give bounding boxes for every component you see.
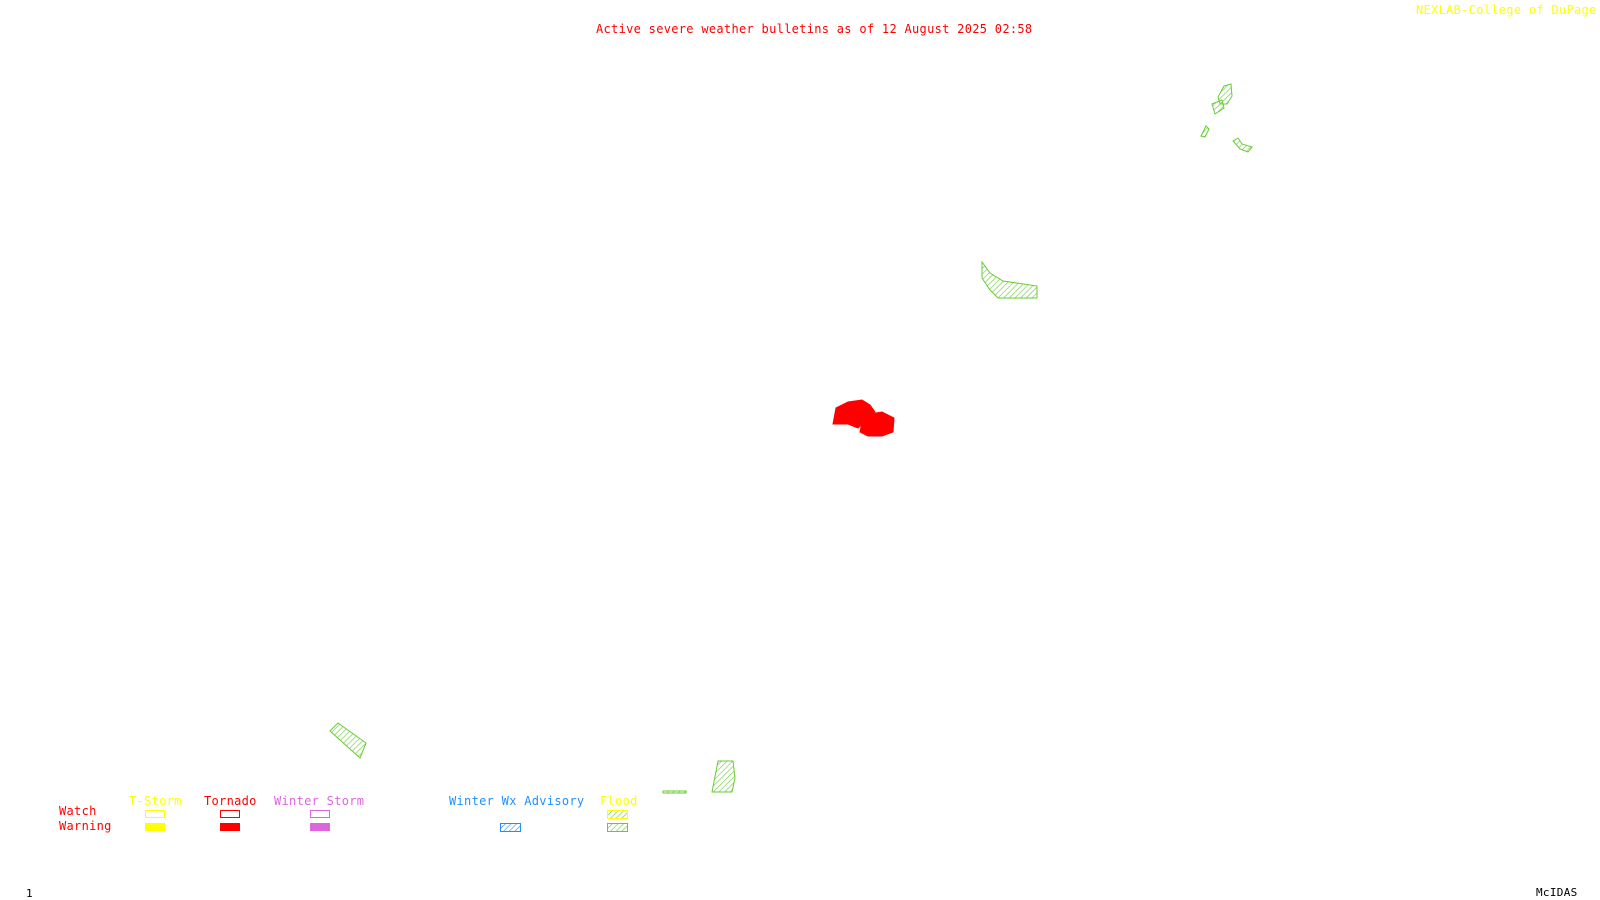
nexlab-credit: NEXLAB-College of DuPage ⊏	[1416, 4, 1600, 17]
legend-swatch-tstorm-watch	[145, 810, 165, 818]
flood-polygon-sw	[329, 722, 367, 759]
bulletin-title: Active severe weather bulletins as of 12…	[596, 22, 1033, 36]
legend-row-warning: Warning	[59, 819, 112, 833]
flood-polygon-south-1	[711, 760, 736, 793]
legend-row-watch: Watch	[59, 804, 97, 818]
legend-label-winter-wx-advisory: Winter Wx Advisory	[449, 794, 585, 808]
legend-swatch-tornado-watch	[220, 810, 240, 818]
nexlab-credit-text: NEXLAB-College of DuPage	[1416, 3, 1597, 17]
legend-swatch-flood-watch	[607, 810, 628, 819]
legend-label-winter-storm: Winter Storm	[274, 794, 365, 808]
flood-polygon-ne-2	[1211, 99, 1225, 115]
legend-swatch-winter-storm-watch	[310, 810, 330, 818]
flood-polygon-south-2	[662, 790, 687, 794]
legend-swatch-flood-warning	[607, 823, 628, 832]
legend-label-tstorm: T-Storm	[129, 794, 182, 808]
flood-warning-polygons	[329, 83, 1253, 794]
frame-number: 1	[26, 887, 33, 900]
flood-polygon-ne-1	[1217, 83, 1233, 105]
legend-swatch-winter-wx-advisory	[500, 823, 521, 832]
legend-swatch-tstorm-warning	[145, 823, 165, 831]
legend-label-flood: Flood	[600, 794, 638, 808]
legend-label-tornado: Tornado	[204, 794, 257, 808]
mcidas-label: McIDAS	[1536, 886, 1578, 899]
flood-polygon-ne-4	[1232, 137, 1253, 153]
tornado-warning-polygons	[832, 399, 895, 437]
legend-swatch-tornado-warning	[220, 823, 240, 831]
flood-polygon-central	[981, 260, 1038, 299]
tornado-polygon-east	[859, 411, 895, 437]
flood-polygon-ne-3	[1200, 125, 1210, 138]
legend-swatch-winter-storm-warning	[310, 823, 330, 831]
